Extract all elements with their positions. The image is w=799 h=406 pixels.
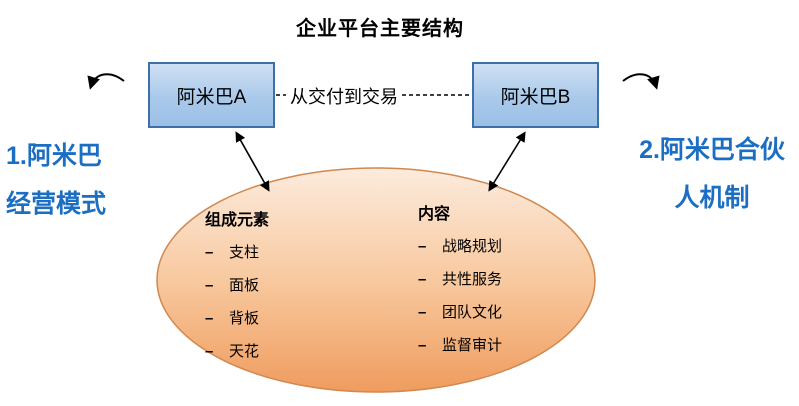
list-item: – 面板 (205, 276, 269, 296)
right-note: 2.阿米巴合伙 人机制 (628, 126, 796, 222)
list-item-label: 面板 (229, 277, 260, 294)
right-note-line1: 2.阿米巴合伙 (639, 136, 785, 164)
list-item-label: 天花 (229, 343, 260, 360)
list-item: – 支柱 (205, 243, 269, 263)
dash-icon: – (418, 238, 427, 255)
dash-icon: – (205, 277, 214, 294)
amoeba-b-label: 阿米巴B (500, 86, 571, 108)
dash-icon: – (205, 343, 214, 360)
left-note-line1: 1.阿米巴 (6, 142, 102, 170)
cycle-arrow-left-icon (87, 73, 125, 90)
list-item-label: 支柱 (229, 244, 260, 261)
dash-icon: – (205, 244, 214, 261)
list-item-label: 监督审计 (442, 337, 503, 354)
content-header: 内容 (418, 206, 451, 223)
list-item: – 天花 (205, 342, 269, 362)
list-item: – 监督审计 (418, 336, 502, 356)
right-note-line2: 人机制 (674, 184, 750, 212)
dash-icon: – (418, 304, 427, 321)
list-item: – 背板 (205, 309, 269, 329)
arrow-a-to-ellipse (235, 131, 270, 192)
connector-label: 从交付到交易 (286, 83, 402, 109)
left-note: 1.阿米巴 经营模式 (6, 132, 146, 228)
dash-icon: – (418, 337, 427, 354)
page-title: 企业平台主要结构 (296, 18, 464, 40)
dash-icon: – (418, 271, 427, 288)
amoeba-a-label: 阿米巴A (176, 86, 247, 108)
components-header: 组成元素 (205, 212, 270, 229)
list-item-label: 共性服务 (442, 271, 503, 288)
cycle-arrow-right-icon (622, 73, 660, 90)
content-group: 内容 – 战略规划 – 共性服务 – 团队文化 – 监督审计 (418, 200, 502, 356)
list-item: – 共性服务 (418, 270, 502, 290)
list-item-label: 背板 (229, 310, 260, 327)
amoeba-b-box: 阿米巴B (472, 62, 599, 128)
arrow-b-to-ellipse (488, 131, 526, 192)
dash-icon: – (205, 310, 214, 327)
list-item-label: 战略规划 (442, 238, 503, 255)
components-group: 组成元素 – 支柱 – 面板 – 背板 – 天花 (205, 206, 269, 362)
amoeba-a-box: 阿米巴A (148, 62, 275, 128)
list-item-label: 团队文化 (442, 304, 503, 321)
list-item: – 团队文化 (418, 303, 502, 323)
platform-ellipse (156, 167, 596, 393)
list-item: – 战略规划 (418, 237, 502, 257)
left-note-line2: 经营模式 (6, 190, 107, 218)
